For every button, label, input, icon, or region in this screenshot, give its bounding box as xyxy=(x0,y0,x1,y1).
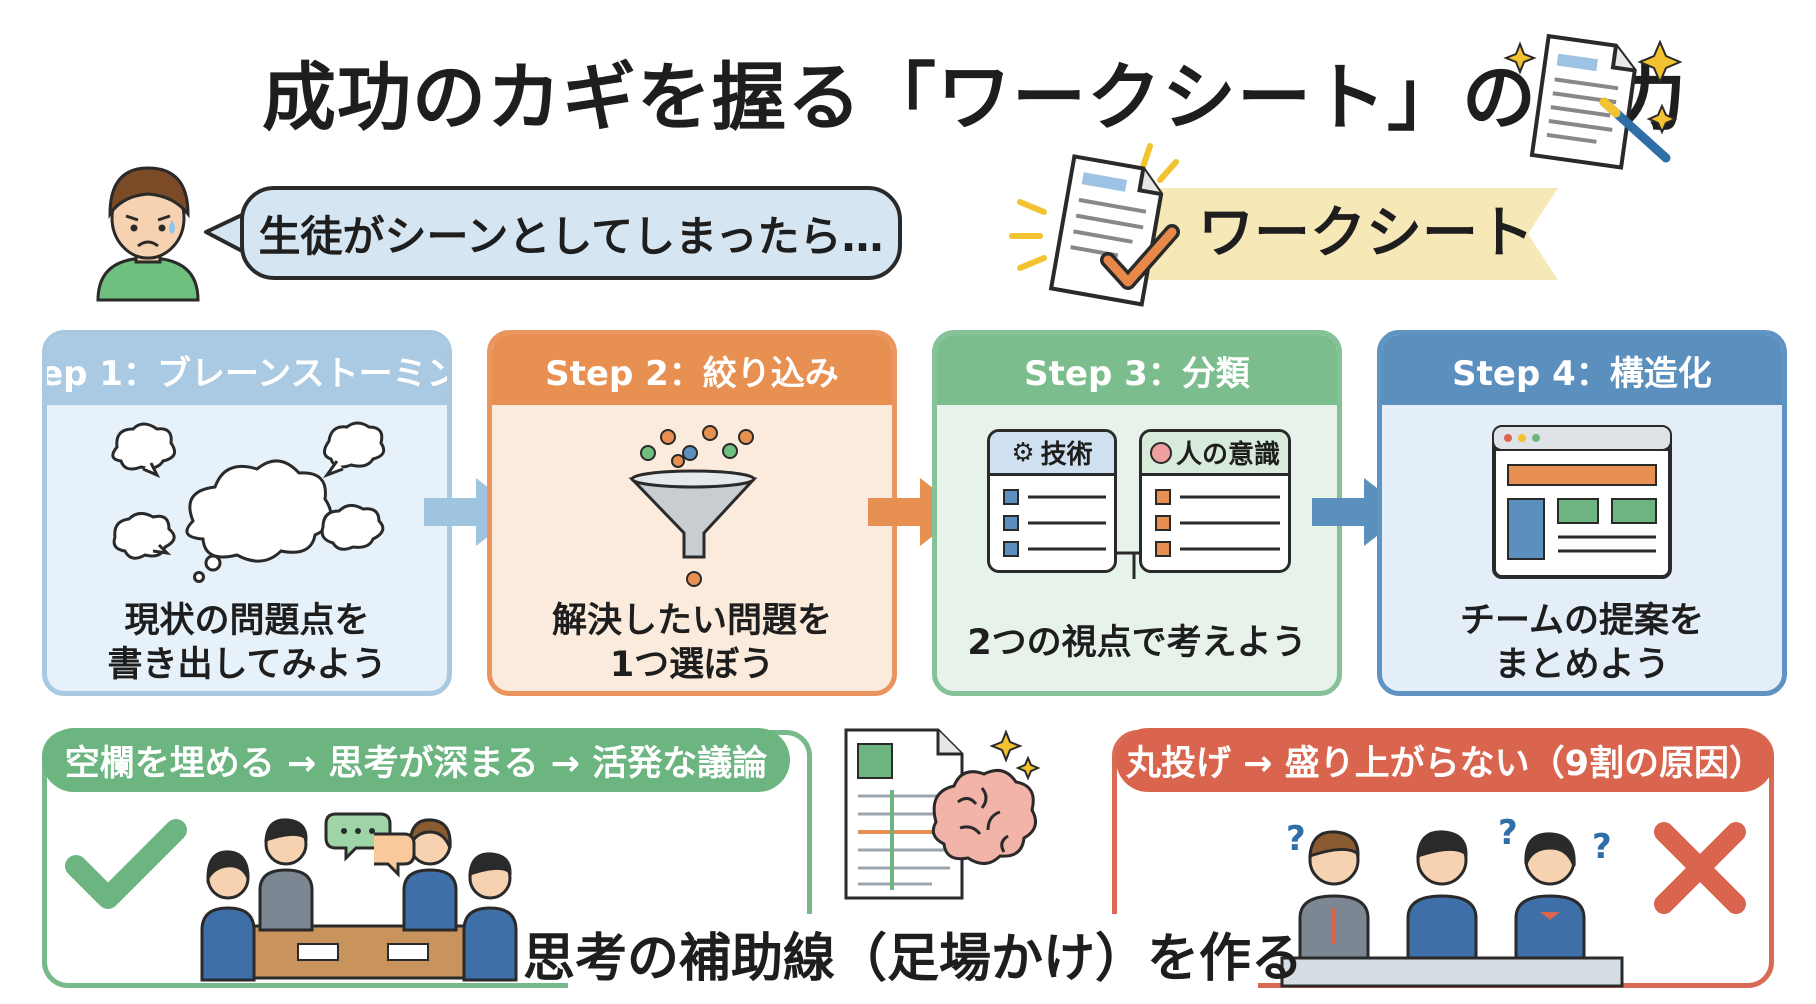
bottom-caption: 思考の補助線（足場かけ）を作る xyxy=(523,914,1303,992)
cross-mark-icon xyxy=(1654,822,1746,914)
page-title: 成功のカギを握る「ワークシート」の魔力 xyxy=(262,55,1687,141)
step-2-caption: 解決したい問題を 1つ選ぼう xyxy=(551,601,832,685)
step-4-caption: チームの提案を まとめよう xyxy=(1460,601,1704,685)
checked-worksheet-icon xyxy=(1009,143,1180,307)
confused-students-icon: ??? xyxy=(1280,813,1624,988)
speech-bubble: 生徒がシーンとしてしまったら… xyxy=(240,186,902,280)
step-4-card: Step 4：構造化 チームの提案を まとめよう xyxy=(1377,330,1787,696)
svg-text:?: ? xyxy=(1286,819,1306,859)
category-box-mindset: 人の意識 xyxy=(1139,429,1291,573)
brain-icon xyxy=(1149,441,1172,464)
gear-icon: ⚙ xyxy=(1011,437,1035,468)
check-mark-icon xyxy=(65,819,187,909)
step-1-label: Step 1：ブレーンストーミング xyxy=(47,335,447,405)
step-3-card: Step 3：分類 ⚙ 技術 人の意識 2つの視点で考えよう xyxy=(932,330,1342,696)
step-2-card: Step 2：絞り込み 解決したい問題を 1つ選ぼう xyxy=(487,330,897,696)
checklist-orange xyxy=(1155,489,1280,557)
step-1-card: Step 1：ブレーンストーミング 現状の問題点を 書き出してみよう xyxy=(42,330,452,696)
worksheet-brain-icon xyxy=(844,728,1041,900)
magic-worksheet-icon xyxy=(1503,33,1683,170)
worksheet-banner xyxy=(1136,188,1558,280)
speech-bubble-tail xyxy=(204,212,245,254)
svg-text:?: ? xyxy=(1498,813,1518,853)
funnel-icon xyxy=(628,425,758,587)
worksheet-label: ワークシート xyxy=(1198,201,1534,266)
step-3-caption: 2つの視点で考えよう xyxy=(967,623,1307,663)
worried-student-icon xyxy=(96,166,200,302)
brainstorm-clouds-icon xyxy=(111,421,386,583)
bad-flow-label: 丸投げ → 盛り上がらない（9割の原因） xyxy=(1116,728,1774,792)
step-1-caption: 現状の問題点を 書き出してみよう xyxy=(107,601,387,685)
svg-text:?: ? xyxy=(1592,827,1612,867)
step-3-label: Step 3：分類 xyxy=(937,335,1337,405)
structured-layout-icon xyxy=(1492,425,1672,579)
category-technology-title: 技術 xyxy=(1040,440,1093,470)
step-2-label: Step 2：絞り込み xyxy=(492,335,892,405)
good-flow-label: 空欄を埋める → 思考が深まる → 活発な議論 xyxy=(42,728,790,792)
active-discussion-students-icon xyxy=(200,812,518,982)
step-4-label: Step 4：構造化 xyxy=(1382,335,1782,405)
category-mindset-title: 人の意識 xyxy=(1175,440,1280,470)
category-box-technology: ⚙ 技術 xyxy=(987,429,1117,573)
checklist-blue xyxy=(1003,489,1106,557)
